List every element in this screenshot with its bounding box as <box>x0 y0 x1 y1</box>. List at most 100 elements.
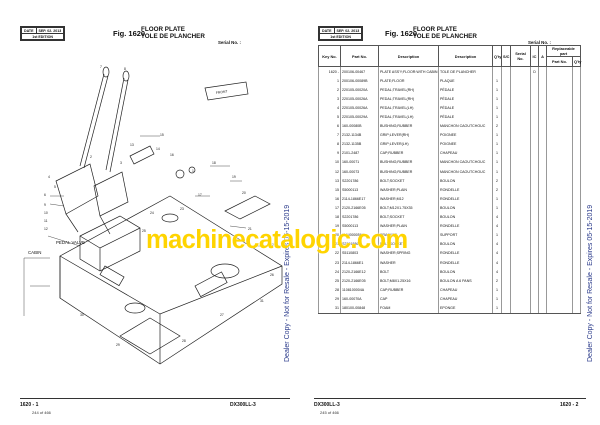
title-fr: TOLE DE PLANCHER <box>141 33 205 40</box>
description-cell: CAP;RUBBER <box>378 285 439 295</box>
serial-cell <box>510 103 531 113</box>
key-cell: 4 <box>318 103 341 113</box>
rp-part-cell <box>546 157 573 168</box>
a-cell <box>538 157 547 168</box>
pedal-left <box>55 163 99 215</box>
qty-cell: 1 <box>492 203 502 213</box>
a-cell <box>538 103 547 113</box>
qty-cell: 1 <box>492 94 502 104</box>
description-cell: PLATE;FLOOR <box>378 76 439 86</box>
rp-qty-cell <box>571 94 582 104</box>
key-cell: 29 <box>318 294 341 304</box>
rp-part-cell <box>546 257 573 268</box>
description-cell: BOLT;SOCKET <box>378 212 439 222</box>
date-box: DATE SEP. 02. 2013 1st EDITION <box>318 26 364 41</box>
rp-part-cell <box>546 176 573 186</box>
callout-11: 11 <box>44 219 48 223</box>
footer-model: DX300LL-3 <box>314 402 340 408</box>
sc-cell <box>501 248 511 258</box>
callout-17: 17 <box>198 193 202 197</box>
description-cell: BUSHING;RUBBER <box>378 157 439 168</box>
a-cell <box>538 94 547 104</box>
serial-label: Serial No. : <box>218 40 241 45</box>
a-cell <box>538 176 547 186</box>
front-label: FRONT <box>216 89 228 95</box>
page-counter: 244 of 466 <box>32 410 51 415</box>
serial-cell <box>510 285 531 295</box>
description-cell: WASHER;PLAIN <box>378 185 439 195</box>
rp-qty-cell <box>571 85 582 95</box>
ic-cell <box>530 85 539 95</box>
footer-rule <box>314 398 586 399</box>
parts-table: Key No. Part No. Description Description… <box>318 45 581 314</box>
pedal-right <box>93 171 129 217</box>
a-cell <box>538 194 547 204</box>
sc-cell <box>501 66 511 77</box>
part-number-cell: 180100-00848 <box>340 303 379 314</box>
figure-number: Fig. 1620 <box>385 29 418 38</box>
rp-part-cell <box>546 76 573 86</box>
rp-qty-cell <box>571 203 582 213</box>
qty-cell <box>492 66 502 77</box>
description-cell: BOLT;M12X1.75X35 <box>378 203 439 213</box>
key-cell: 5 <box>318 112 341 122</box>
page-title: FLOOR PLATE TOLE DE PLANCHER <box>413 26 477 40</box>
serial-cell <box>510 257 531 268</box>
ic-cell <box>530 176 539 186</box>
rp-qty-cell <box>571 294 582 304</box>
edition: 1st EDITION <box>20 33 65 40</box>
qty-cell: 1 <box>492 112 502 122</box>
part-number-cell: 220105-00020A <box>340 85 379 95</box>
sc-cell <box>501 257 511 268</box>
description-cell: PEDAL;TRAVEL(LH) <box>378 112 439 122</box>
callout-12: 12 <box>44 227 48 231</box>
rp-qty-cell <box>571 185 582 195</box>
sc-cell <box>501 203 511 213</box>
a-cell <box>538 239 547 249</box>
description-cell: WASHER <box>378 257 439 268</box>
callout-7: 7 <box>100 65 102 69</box>
description-fr-cell: PÉDALE <box>438 94 493 104</box>
a-cell <box>538 167 547 177</box>
cabin-label: CABIN <box>28 250 41 255</box>
serial-cell <box>510 130 531 140</box>
rp-qty-cell <box>571 303 582 314</box>
ic-cell <box>530 221 539 231</box>
rp-qty-cell <box>571 267 582 277</box>
part-number-cell: 2132-1135B <box>340 139 379 149</box>
edition: 1st EDITION <box>318 33 363 40</box>
a-cell <box>538 139 547 149</box>
serial-cell <box>510 194 531 204</box>
a-cell <box>538 66 547 77</box>
qty-cell: 2 <box>492 176 502 186</box>
rp-qty-cell <box>571 194 582 204</box>
description-fr-cell: BOULON <box>438 267 493 277</box>
callout-5: 5 <box>54 185 56 189</box>
header-ic: IC <box>530 45 539 67</box>
header-rp-qty: Q'ty <box>571 56 581 67</box>
ic-cell <box>530 212 539 222</box>
qty-cell: 1 <box>492 285 502 295</box>
rp-qty-cell <box>571 112 582 122</box>
description-cell: CAP;RUBBER <box>378 148 439 158</box>
ic-cell <box>530 239 539 249</box>
serial-cell <box>510 203 531 213</box>
description-fr-cell: MANCHON CAOUTCHOUC <box>438 157 493 168</box>
key-cell: 7 <box>318 130 341 140</box>
callout-1: 1 <box>192 169 194 173</box>
sc-cell <box>501 276 511 286</box>
description-fr-cell: RONDELLE <box>438 194 493 204</box>
part-number-cell: S2201786 <box>340 176 379 186</box>
qty-cell: 1 <box>492 230 502 240</box>
rp-qty-cell <box>571 221 582 231</box>
rp-qty-cell <box>571 103 582 113</box>
qty-cell: 1 <box>492 294 502 304</box>
a-cell <box>538 185 547 195</box>
callout-8: 8 <box>124 67 126 71</box>
qty-cell: 1 <box>492 148 502 158</box>
